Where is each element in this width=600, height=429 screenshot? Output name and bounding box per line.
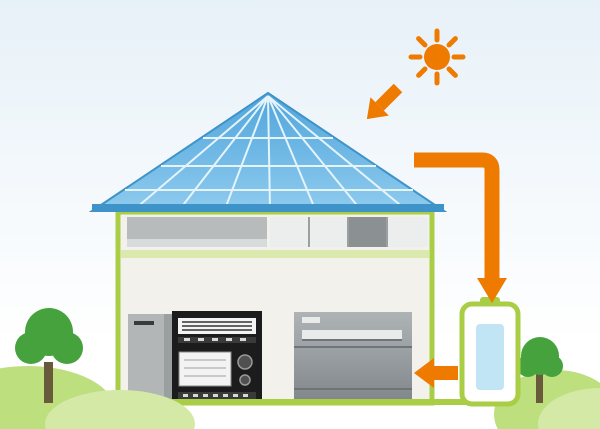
tree-right-trunk (536, 374, 543, 403)
window-left-sill (127, 239, 267, 247)
refrigerator-handle (134, 321, 154, 325)
appliance-knob-top (237, 354, 253, 370)
dishwasher-panel-line (294, 346, 412, 348)
solar-panel-grid-rows (125, 137, 413, 191)
sun-icon (408, 28, 466, 86)
panel-to-battery-arrow-head (477, 278, 507, 303)
dishwasher-control-slot (302, 317, 320, 323)
window-frame-dividers (308, 217, 388, 247)
refrigerator-side-shade (164, 314, 172, 403)
appliance-bottom-ticks (183, 394, 248, 397)
appliance-knob-bottom (239, 374, 251, 386)
dishwasher-bottom-line (294, 388, 412, 390)
bush-right-front (538, 388, 600, 429)
panel-to-battery-arrow-shaft (414, 152, 500, 282)
tree-right-foliage (517, 337, 563, 377)
floor-divider-band (121, 250, 429, 258)
appliance-display-lines (182, 321, 252, 331)
roof-eave (92, 204, 444, 212)
dishwasher (294, 312, 412, 403)
dishwasher-handle-bar (302, 330, 402, 339)
bush-left-front (45, 390, 195, 429)
tree-left-trunk (44, 362, 53, 403)
appliance-button-ticks (184, 338, 246, 341)
tree-left-foliage (15, 308, 83, 364)
sunlight-to-panel-arrow (366, 83, 403, 120)
microwave-window-lines (184, 359, 226, 377)
battery-charge-window (476, 324, 504, 390)
dishwasher-handle-shadow (302, 339, 402, 341)
window-dark-pane (348, 217, 387, 247)
solar-panel-grid-fan (134, 95, 406, 210)
ground-line (112, 399, 522, 405)
microwave-window (178, 351, 232, 387)
battery-to-appliances-arrow (414, 358, 458, 388)
